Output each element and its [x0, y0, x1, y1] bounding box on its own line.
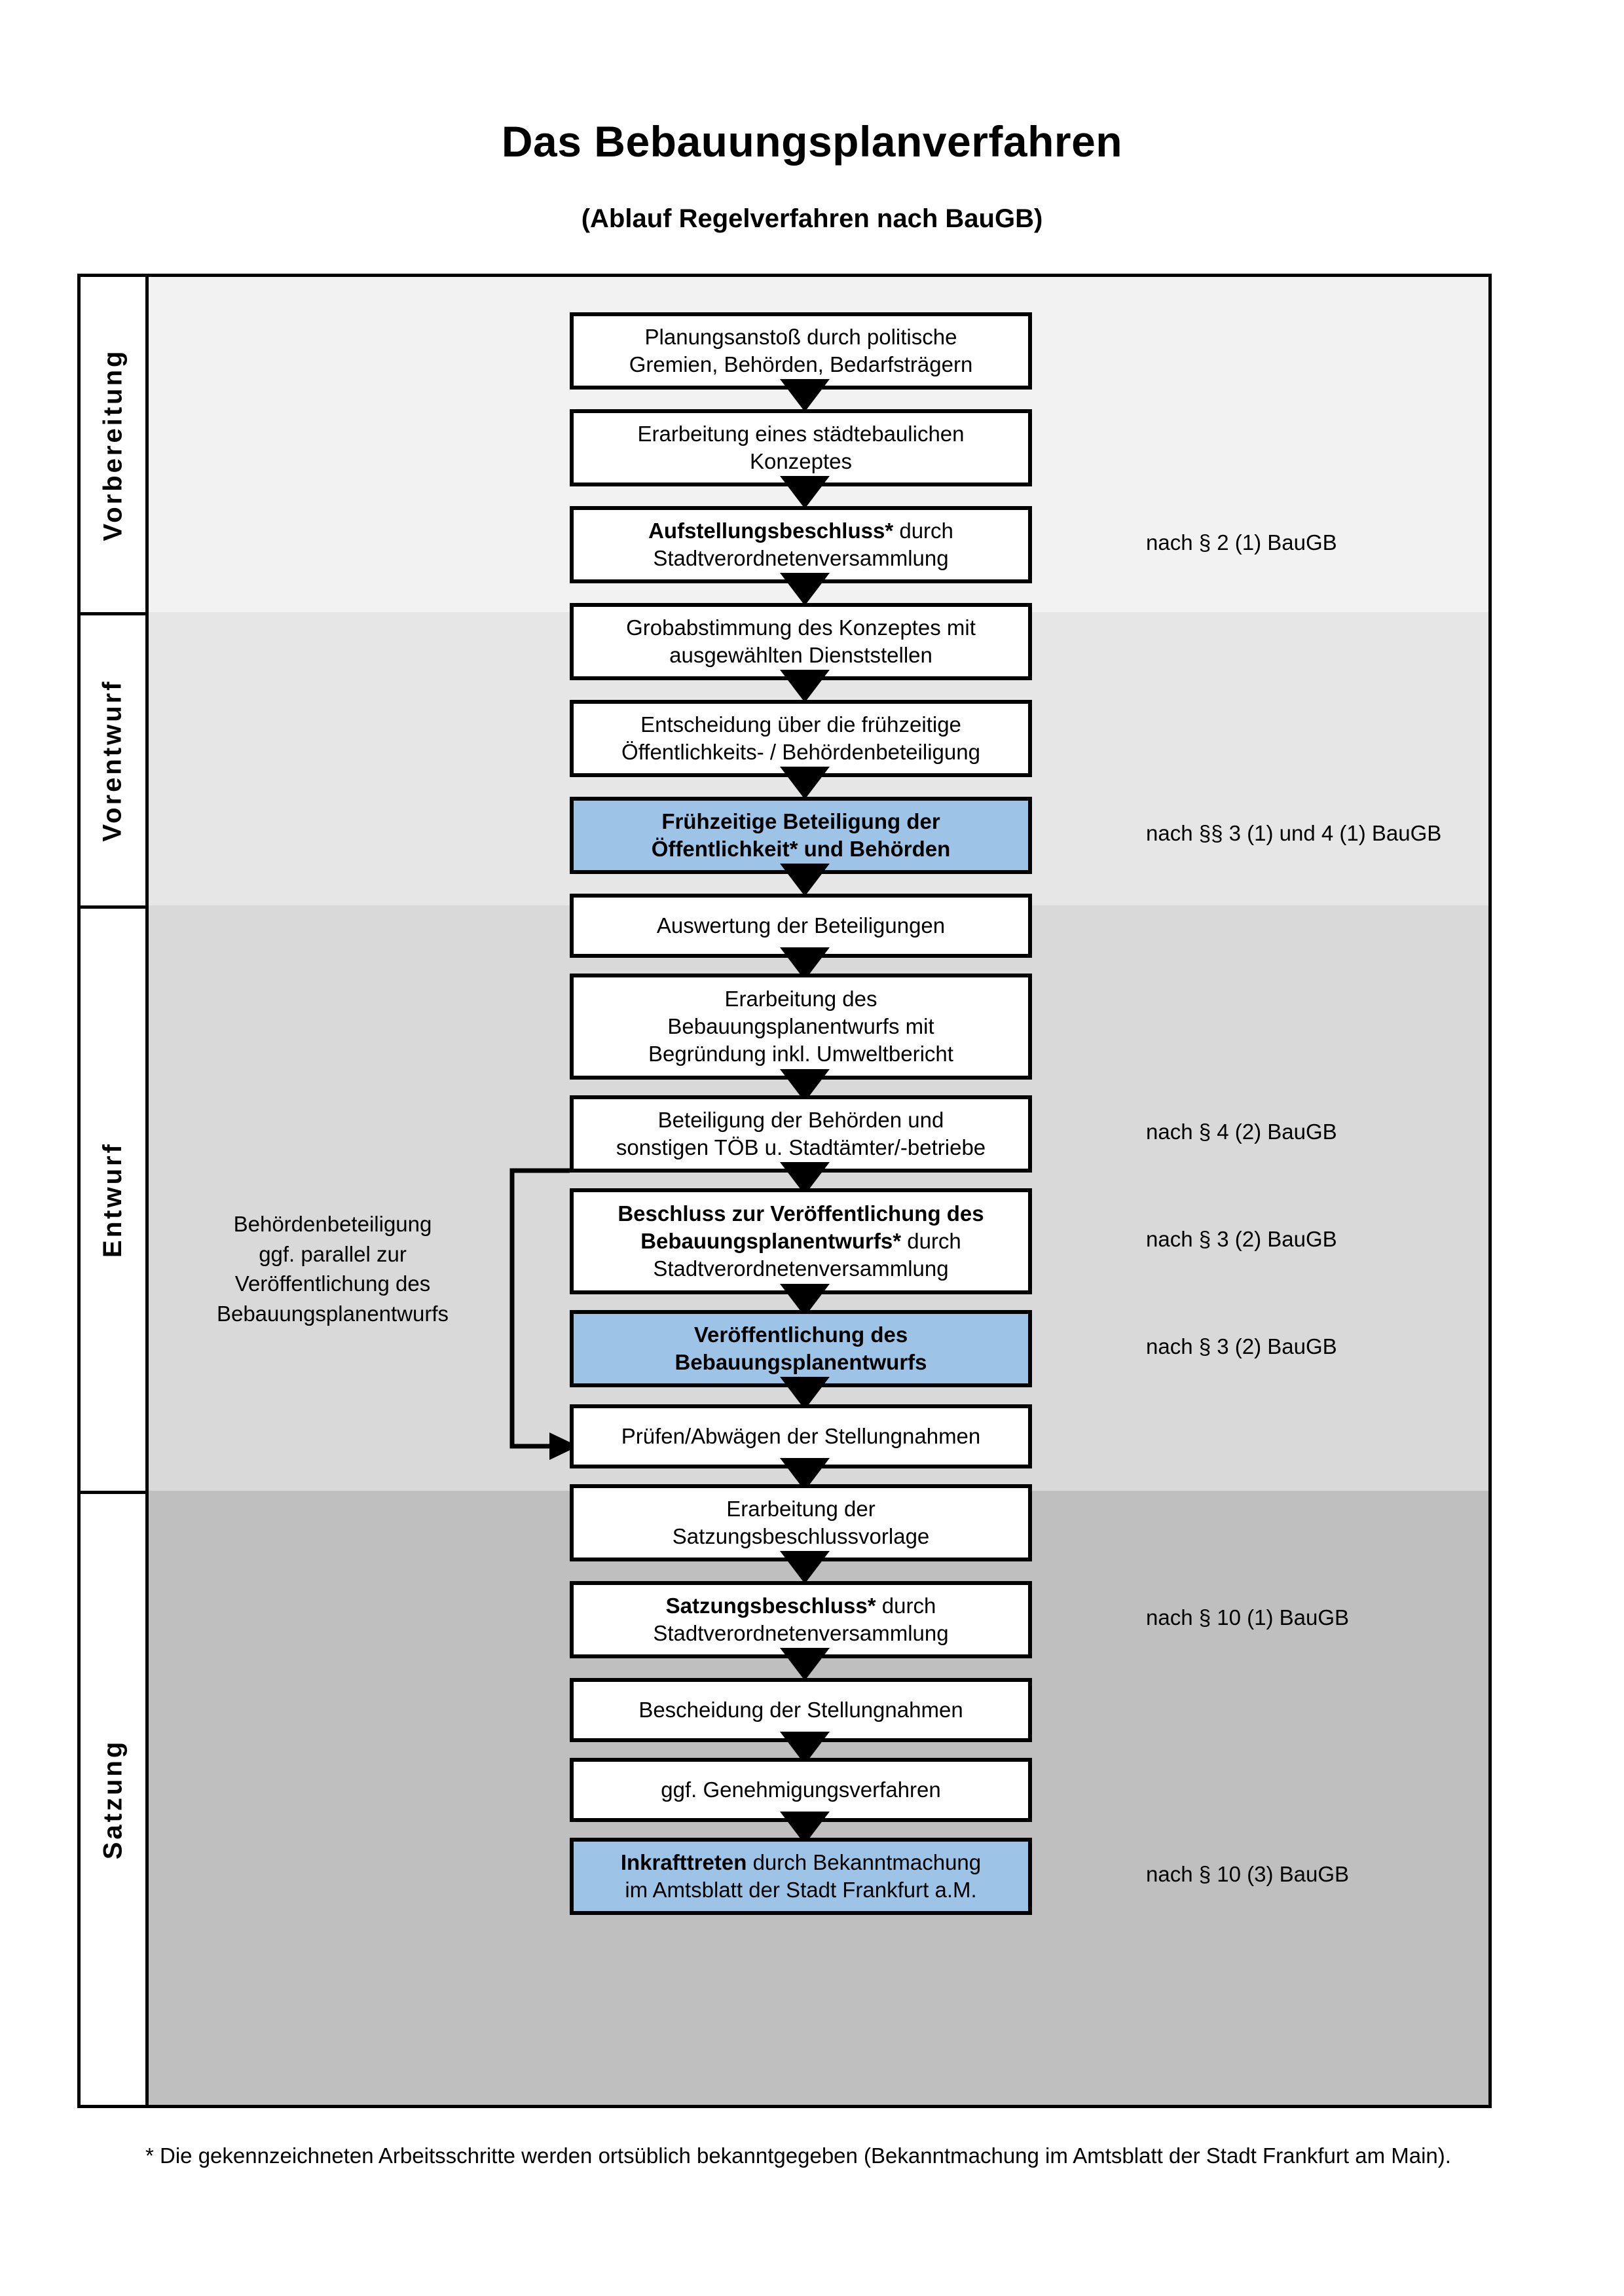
- ref-10-3: nach § 10 (3) BauGB: [1146, 1862, 1350, 1886]
- ref-10-1: nach § 10 (1) BauGB: [1146, 1605, 1350, 1630]
- flow-arrow-down: [780, 573, 830, 606]
- flow-arrow-down: [780, 1551, 830, 1584]
- flow-box-auswertung-beteiligungen: Auswertung der Beteiligungen: [570, 894, 1032, 958]
- phase-label-vorentwurf: Vorentwurf: [98, 679, 127, 842]
- flow-box-label: ggf. Genehmigungsverfahren: [661, 1777, 941, 1802]
- ref-3-2-b: nach § 3 (2) BauGB: [1146, 1334, 1337, 1358]
- flow-box-label: Prüfen/Abwägen der Stellungnahmen: [621, 1423, 981, 1448]
- ref-4-2: nach § 4 (2) BauGB: [1146, 1120, 1337, 1144]
- flow-box-label: Bescheidung der Stellungnahmen: [638, 1697, 963, 1722]
- ref-2-1: nach § 2 (1) BauGB: [1146, 530, 1337, 555]
- flow-box-genehmigungsverfahren: ggf. Genehmigungsverfahren: [570, 1758, 1032, 1822]
- side-note-line: Bebauungsplanentwurfs: [216, 1301, 449, 1326]
- flow-arrow-down: [780, 1648, 830, 1681]
- flow-arrow-down: [780, 1377, 830, 1410]
- phase-cell-vorentwurf: Vorentwurf: [81, 612, 145, 905]
- phase-label-satzung: Satzung: [98, 1739, 128, 1860]
- ref-3-1-4-1: nach §§ 3 (1) und 4 (1) BauGB: [1146, 821, 1442, 845]
- flow-arrow-down: [780, 379, 830, 412]
- phase-label-entwurf: Entwurf: [98, 1142, 127, 1258]
- page-subtitle: (Ablauf Regelverfahren nach BauGB): [581, 204, 1043, 233]
- flow-arrow-down: [780, 767, 830, 799]
- page-title: Das Bebauungsplanverfahren: [501, 117, 1123, 166]
- flow-arrow-down: [780, 476, 830, 509]
- phase-cell-entwurf: Entwurf: [81, 905, 145, 1491]
- footnote-text: * Die gekennzeichneten Arbeitsschritte w…: [145, 2143, 1451, 2168]
- phase-column-divider: [145, 277, 149, 2105]
- side-note-line: Veröffentlichung des: [234, 1271, 431, 1296]
- flow-box-label: Auswertung der Beteiligungen: [656, 913, 946, 938]
- phase-cell-vorbereitung: Vorbereitung: [81, 277, 145, 612]
- side-note-line: ggf. parallel zur: [259, 1241, 407, 1266]
- flow-arrow-down: [780, 670, 830, 702]
- side-note-line: Behördenbeteiligung: [233, 1212, 432, 1236]
- flow-arrow-down: [780, 864, 830, 896]
- phase-cell-satzung: Satzung: [81, 1491, 145, 2105]
- ref-3-2-a: nach § 3 (2) BauGB: [1146, 1227, 1337, 1251]
- flow-box-pruefen-abwaegen: Prüfen/Abwägen der Stellungnahmen: [570, 1404, 1032, 1468]
- phase-label-vorbereitung: Vorbereitung: [98, 348, 127, 541]
- flowchart-frame: Vorbereitung Vorentwurf Entwurf Satzung …: [77, 274, 1492, 2108]
